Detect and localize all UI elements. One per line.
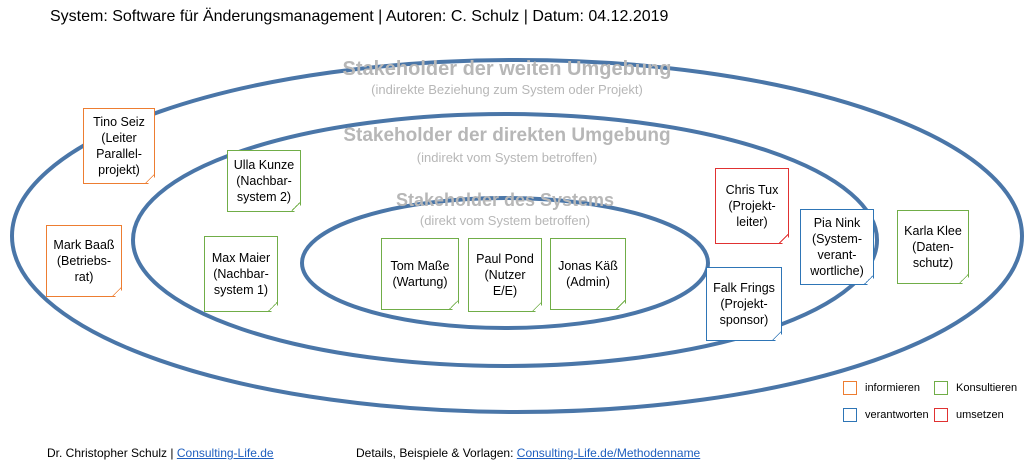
header-system: System: Software für Änderungsmanagement — [50, 8, 374, 25]
footer-details-label: Details, Beispiele & Vorlagen: — [356, 446, 514, 460]
legend-green-swatch — [934, 381, 948, 395]
footer-author-link[interactable]: Consulting-Life.de — [176, 446, 274, 460]
middle-ring-title: Stakeholder der direkten Umgebung — [343, 125, 671, 146]
header-separator: | — [378, 8, 383, 25]
inner-ring — [300, 196, 710, 330]
header-date: Datum: 04.12.2019 — [532, 8, 669, 25]
legend-blue-swatch — [843, 408, 857, 422]
outer-ring-subtitle: (indirekte Beziehung zum System oder Pro… — [371, 82, 643, 97]
header: System: Software für Änderungsmanagement… — [50, 8, 668, 26]
stakeholder-pia-nink: Pia Nink (System- verant- wortliche) — [800, 209, 875, 286]
legend-umsetzen: umsetzen — [934, 408, 1004, 422]
footer-separator: | — [170, 446, 174, 460]
footer-details-link[interactable]: Consulting-Life.de/Methodenname — [516, 446, 701, 460]
stakeholder-mark-baass: Mark Baaß (Betriebs- rat) — [46, 225, 123, 298]
middle-ring-subtitle: (indirekt vom System betroffen) — [416, 150, 598, 165]
footer-author: Dr. Christopher Schulz | Consulting-Life… — [47, 446, 274, 460]
stakeholder-falk-frings: Falk Frings (Projekt- sponsor) — [706, 267, 783, 342]
stakeholder-ulla-kunze: Ulla Kunze (Nachbar- system 2) — [227, 150, 302, 213]
footer-author-name: Dr. Christopher Schulz — [47, 446, 168, 460]
legend-verantworten-label: verantworten — [865, 409, 929, 421]
legend-konsultieren-label: Konsultieren — [956, 382, 1018, 394]
inner-ring-subtitle: (direkt vom System betroffen) — [419, 213, 591, 228]
stakeholder-tom-masse: Tom Maße (Wartung) — [381, 238, 460, 311]
legend-umsetzen-label: umsetzen — [956, 409, 1004, 421]
legend-red-swatch — [934, 408, 948, 422]
header-authors: Autoren: C. Schulz — [385, 8, 520, 25]
stakeholder-paul-pond: Paul Pond (Nutzer E/E) — [468, 238, 543, 313]
middle-ring — [131, 112, 879, 368]
footer-details: Details, Beispiele & Vorlagen: Consultin… — [356, 446, 700, 460]
stakeholder-karla-klee: Karla Klee (Daten- schutz) — [897, 210, 970, 285]
header-separator: | — [523, 8, 528, 25]
inner-ring-title: Stakeholder des Systems — [395, 190, 615, 210]
stakeholder-jonas-kaess: Jonas Käß (Admin) — [550, 238, 627, 311]
legend-informieren: informieren — [843, 381, 920, 395]
legend-orange-swatch — [843, 381, 857, 395]
legend-informieren-label: informieren — [865, 382, 921, 394]
legend-verantworten: verantworten — [843, 408, 929, 422]
outer-ring — [10, 58, 1024, 414]
outer-ring-title: Stakeholder der weiten Umgebung — [342, 58, 672, 80]
stakeholder-chris-tux: Chris Tux (Projekt- leiter) — [715, 168, 790, 245]
stakeholder-tino-seiz: Tino Seiz (Leiter Parallel- projekt) — [83, 108, 156, 185]
legend-konsultieren: Konsultieren — [934, 381, 1017, 395]
stakeholder-max-maier: Max Maier (Nachbar- system 1) — [204, 236, 279, 313]
